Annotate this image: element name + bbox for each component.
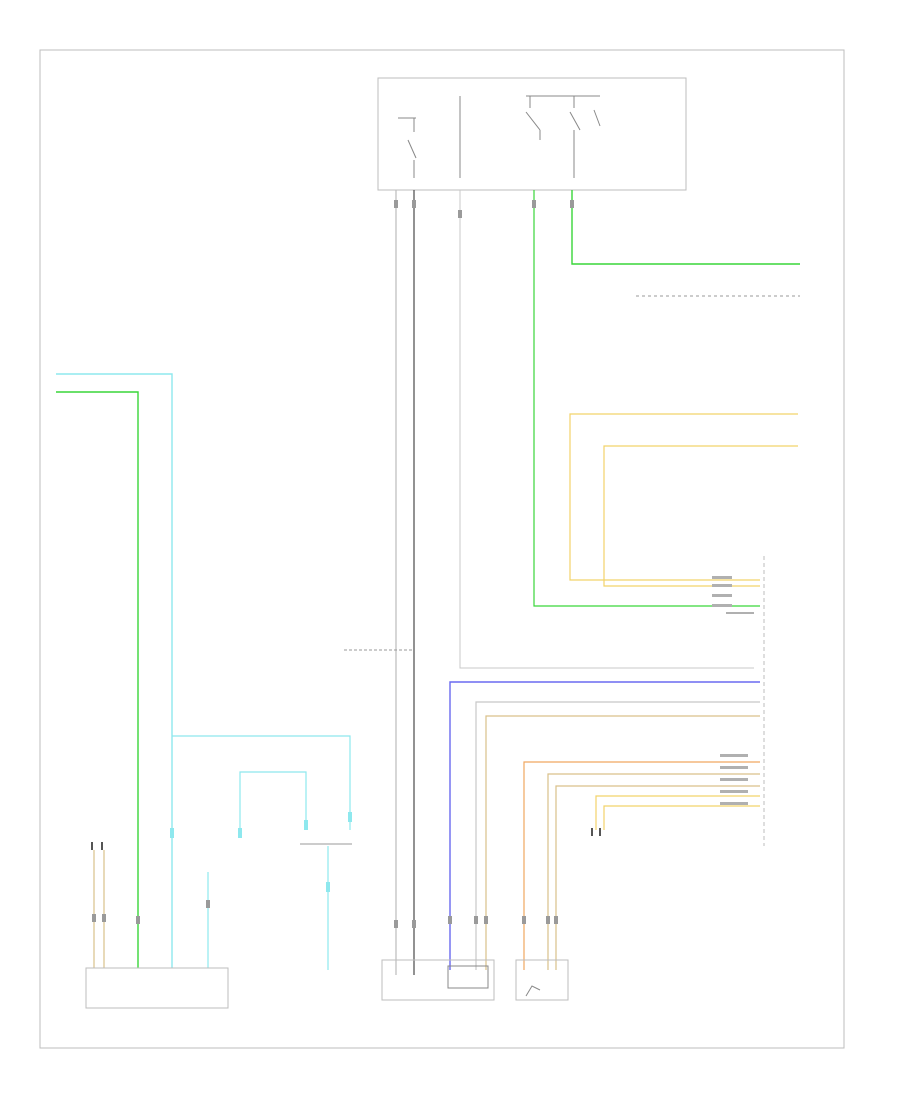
wire-green-right-2 [571, 190, 800, 265]
wire-green-right-1 [533, 190, 760, 607]
ground-symbol-right [591, 828, 601, 836]
wire-cyan-splice [172, 735, 351, 830]
wire-cyan-split-1 [239, 771, 307, 830]
relay-switch-2 [459, 95, 601, 178]
wire-yellow-3 [595, 795, 760, 830]
relay-block [377, 77, 687, 191]
ecm-connector-marks [712, 576, 754, 805]
wire-gray-center [459, 190, 754, 669]
wire-green-left [56, 391, 139, 968]
wire-yellow-1 [569, 413, 798, 581]
wires [56, 190, 800, 975]
ground-symbol-left [91, 842, 103, 850]
trunk-connector-marks [92, 200, 574, 928]
center-bottom-component [381, 959, 495, 1001]
wire-tan-4 [555, 785, 760, 970]
wire-orange [523, 761, 760, 970]
page-frame [39, 49, 845, 1049]
bcm-component [85, 967, 229, 1009]
sensor-stubs [170, 812, 352, 892]
wire-yellow-2 [603, 445, 798, 587]
right-bottom-component [515, 959, 569, 1001]
wire-tan-3 [547, 773, 760, 970]
relay-switch-1 [398, 117, 417, 178]
wire-tan-2 [485, 715, 760, 970]
wire-blue [449, 681, 760, 970]
wire-yellow-4 [603, 805, 760, 830]
wire-cyan-left [56, 373, 173, 968]
wire-gray-2 [475, 701, 760, 970]
